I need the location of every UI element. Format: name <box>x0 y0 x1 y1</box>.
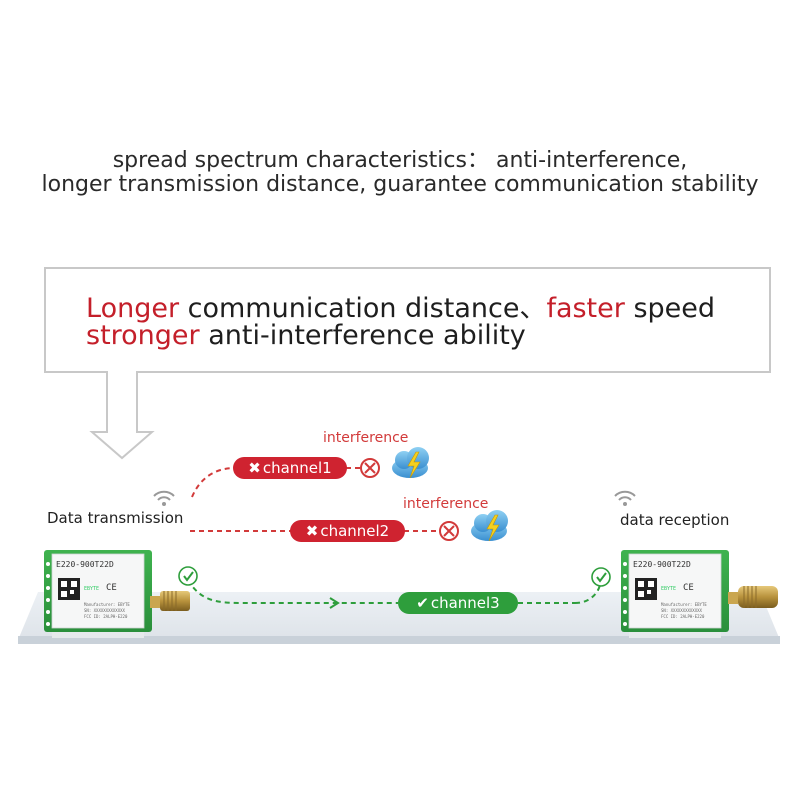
callout-text-anti-interference: anti-interference ability <box>199 320 526 351</box>
cross-icon: ✖ <box>248 459 261 477</box>
callout-text-speed: speed <box>624 293 716 324</box>
callout-box <box>44 267 771 460</box>
headline-line-2: longer transmission distance, guarantee … <box>41 172 759 197</box>
data-transmission-label: Data transmission <box>47 509 184 527</box>
blocked-circle-icon <box>439 521 459 541</box>
svg-text:FCC ID: 2ALPH-E220: FCC ID: 2ALPH-E220 <box>661 614 705 619</box>
receiver-module: E220-900T22D EBYTE CE Manufacturer: EBYT… <box>621 550 729 638</box>
svg-text:Manufacturer: EBYTE: Manufacturer: EBYTE <box>84 602 130 607</box>
callout-emphasis-faster: faster <box>546 293 625 324</box>
module-brand-label: EBYTE <box>84 586 99 592</box>
svg-text:FCC ID: 2ALPH-E220: FCC ID: 2ALPH-E220 <box>84 614 128 619</box>
channel3-label: channel3 <box>430 594 500 612</box>
channel2-pill: ✖channel2 <box>290 520 405 542</box>
blocked-circle-icon <box>360 458 380 478</box>
interference-label-2: interference <box>403 496 489 512</box>
antenna-icon <box>150 591 190 611</box>
storm-cloud-icon <box>392 447 429 479</box>
module-model-label: E220-900T22D <box>56 560 114 569</box>
callout-line-1: Longer communication distance、faster spe… <box>86 286 715 325</box>
interference-label-1: interference <box>323 430 409 446</box>
headline-line-1: spread spectrum characteristics： anti-in… <box>112 148 688 173</box>
module-brand-label: EBYTE <box>661 586 676 592</box>
antenna-icon <box>728 586 778 608</box>
check-icon: ✔ <box>416 594 429 612</box>
callout-emphasis-stronger: stronger <box>86 320 200 351</box>
cross-icon: ✖ <box>305 522 319 540</box>
platform <box>18 592 780 644</box>
svg-text:SN: XXXXXXXXXXXXX: SN: XXXXXXXXXXXXX <box>661 608 703 613</box>
module-ce-mark: CE <box>683 583 694 593</box>
data-reception-label: data reception <box>620 511 730 529</box>
transmitter-module: E220-900T22D EBYTE CE Manufacturer: EBYT… <box>44 550 152 638</box>
wifi-icon <box>614 490 636 506</box>
check-circle-icon <box>178 566 198 586</box>
channel2-label: channel2 <box>320 522 390 540</box>
storm-cloud-icon <box>471 510 508 542</box>
callout-line-2: stronger anti-interference ability <box>86 320 526 351</box>
svg-text:SN: XXXXXXXXXXXXX: SN: XXXXXXXXXXXXX <box>84 608 126 613</box>
channel3-path <box>187 579 601 609</box>
channel1-pill: ✖channel1 <box>233 457 347 479</box>
channel1-path <box>191 467 360 498</box>
wifi-icon <box>153 490 175 506</box>
channel3-pill: ✔channel3 <box>398 592 518 614</box>
callout-text-distance: communication distance、 <box>179 293 547 324</box>
callout-emphasis-longer: Longer <box>86 293 180 324</box>
check-circle-icon <box>591 567 611 587</box>
module-model-label: E220-900T22D <box>633 560 691 569</box>
svg-text:Manufacturer: EBYTE: Manufacturer: EBYTE <box>661 602 707 607</box>
module-ce-mark: CE <box>106 583 117 593</box>
channel1-label: channel1 <box>262 459 332 477</box>
